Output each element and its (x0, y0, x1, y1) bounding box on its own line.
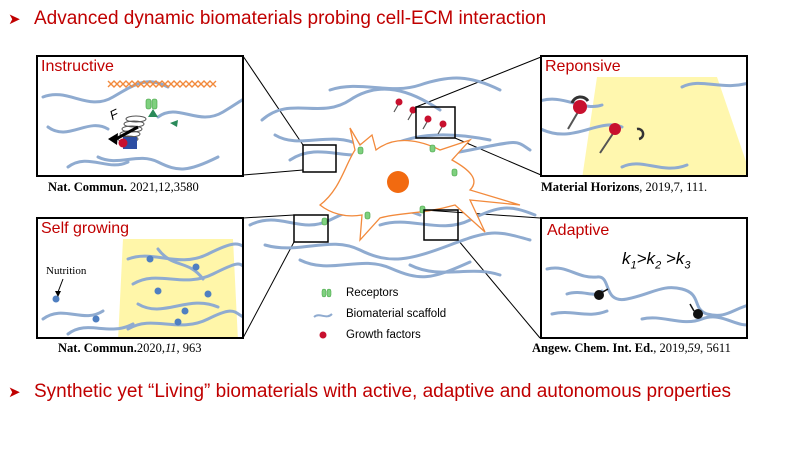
cite-adaptive: Angew. Chem. Int. Ed., 2019,59, 5611 (532, 341, 731, 356)
responsive-illustration (542, 77, 746, 175)
cite-adaptive-page: , 5611 (700, 341, 731, 355)
legend-symbols (313, 288, 333, 339)
bottom-heading-text: Synthetic yet “Living” biomaterials with… (34, 381, 732, 402)
panel-instructive: Instructive F (36, 55, 244, 177)
cite-instructive: Nat. Commun. 2021,12,3580 (48, 180, 199, 195)
legend-scaffold: Biomaterial scaffold (346, 308, 447, 320)
nutrition-dots (52, 255, 212, 326)
crosslink-node-2 (693, 309, 703, 319)
top-heading-text: Advanced dynamic biomaterials probing ce… (34, 8, 547, 29)
bottom-heading: ➤ Synthetic yet “Living” biomaterials wit… (8, 381, 768, 404)
cell-nucleus (387, 171, 409, 193)
actin-filament (107, 80, 217, 88)
nutrition-label: Nutrition (46, 265, 87, 277)
cite-responsive-details: , 2019,7, 111. (639, 180, 708, 194)
cite-self-growing-journal: Nat. Commun. (58, 341, 137, 355)
growth-factor-legend-icon (319, 331, 327, 339)
cite-instructive-journal: Nat. Commun. (48, 180, 127, 194)
arrow-bullet-icon: ➤ (8, 11, 21, 28)
rate-k1: k (622, 249, 631, 268)
growth-factor-marks (393, 98, 447, 135)
rate-gt2: >k (661, 249, 685, 268)
panel-responsive: Reponsive (540, 55, 748, 177)
scaffold-legend-icon (313, 313, 333, 318)
rate-sub3: 3 (684, 259, 691, 272)
rate-sub2: 2 (655, 259, 662, 272)
panel-self-growing-label: Self growing (41, 220, 130, 237)
nutrition-arrow-icon (55, 291, 61, 297)
instructive-illustration (41, 80, 242, 171)
arrow-bullet-icon: ➤ (8, 384, 21, 401)
cite-instructive-details: 2021,12,3580 (126, 180, 199, 194)
cite-adaptive-volume: 59 (687, 341, 701, 355)
cell-body (318, 127, 521, 242)
cite-self-growing-page: , 963 (176, 341, 202, 355)
force-arrow-icon (108, 133, 118, 145)
cite-responsive-journal: Material Horizons (541, 180, 640, 194)
cite-adaptive-journal: Angew. Chem. Int. Ed. (532, 341, 654, 355)
cite-self-growing: Nat. Commun.2020,11, 963 (58, 341, 202, 356)
cite-self-growing-volume: 11 (164, 341, 177, 355)
self-growing-illustration (41, 239, 242, 337)
panel-self-growing: Self growing Nutrition (36, 217, 244, 339)
panel-adaptive: Adaptive k1>k2 >k3 (540, 217, 748, 339)
cite-responsive: Material Horizons, 2019,7, 111. (541, 180, 707, 195)
receptor-legend-icon (321, 288, 332, 298)
legend-receptors: Receptors (346, 287, 399, 299)
zoom-boxes (293, 106, 459, 243)
rate-gt1: >k (636, 249, 656, 268)
rate-constant-expression: k1>k2 >k3 (622, 249, 690, 271)
adaptive-illustration (545, 266, 746, 327)
top-heading: ➤ Advanced dynamic biomaterials probing c… (8, 8, 546, 31)
rate-sub1: 1 (630, 259, 637, 272)
panel-responsive-label: Reponsive (545, 58, 621, 75)
panel-adaptive-label: Adaptive (547, 222, 610, 239)
cite-self-growing-year: 2020, (136, 341, 165, 355)
legend-growth-factors: Growth factors (346, 329, 421, 341)
panel-instructive-label: Instructive (41, 58, 114, 75)
cite-adaptive-year: , 2019, (653, 341, 688, 355)
